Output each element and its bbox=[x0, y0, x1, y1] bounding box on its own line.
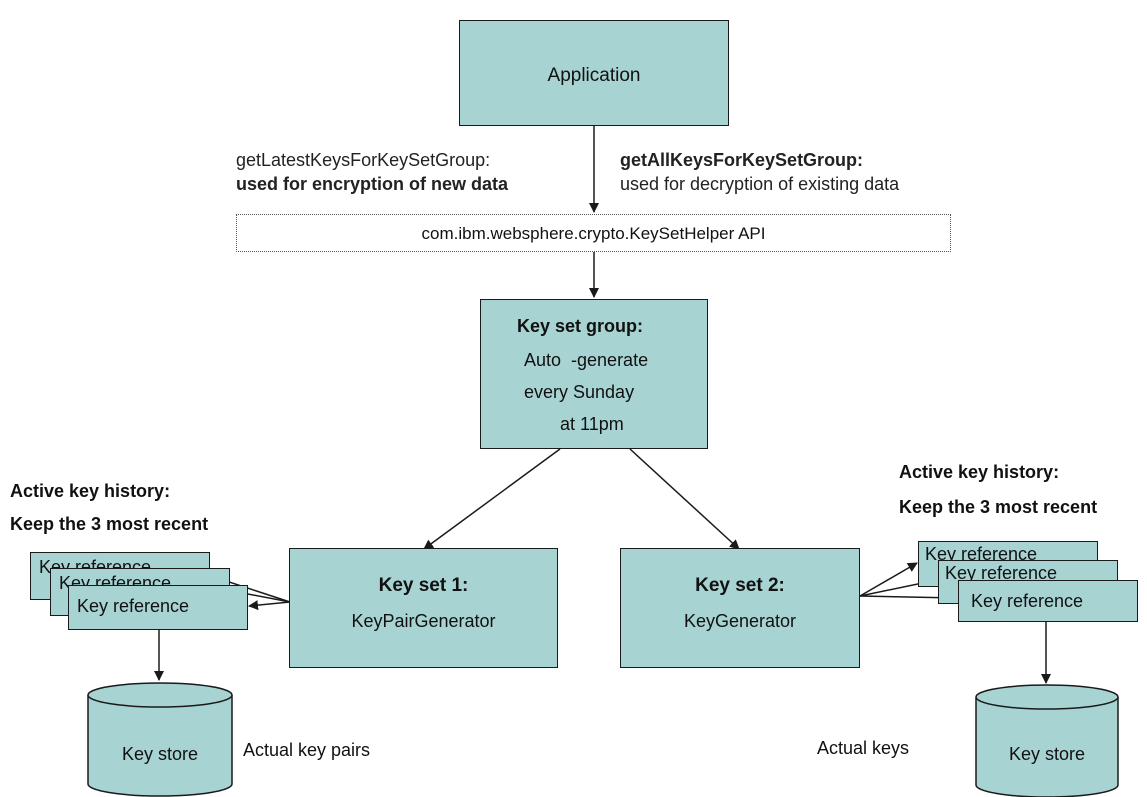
arrow-group-to-keyset1 bbox=[423, 448, 561, 550]
key-store-right-cylinder bbox=[975, 684, 1119, 797]
arrow-group-to-keyset2 bbox=[629, 448, 740, 550]
key-store-left-caption: Actual key pairs bbox=[243, 740, 371, 760]
history-right-line2: Keep the 3 most recent bbox=[899, 497, 1098, 517]
key-reference-right-3: Key reference bbox=[958, 580, 1138, 622]
key-store-left-label: Key store bbox=[121, 744, 199, 764]
latest-keys-purpose: used for encryption of new data bbox=[236, 174, 509, 194]
key-set-group-box: Key set group: Auto -generate every Sund… bbox=[480, 299, 708, 449]
api-label: com.ibm.websphere.crypto.KeySetHelper AP… bbox=[421, 224, 766, 243]
key-set-2-generator: KeyGenerator bbox=[683, 611, 797, 631]
key-store-right-caption: Actual keys bbox=[817, 738, 910, 758]
key-store-right-label: Key store bbox=[1008, 744, 1086, 764]
key-reference-label: Key reference bbox=[971, 591, 1084, 611]
key-set-2-box: Key set 2: KeyGenerator bbox=[620, 548, 860, 668]
all-keys-method: getAllKeysForKeySetGroup: bbox=[620, 150, 864, 170]
key-set-group-line3: at 11pm bbox=[560, 414, 624, 434]
key-store-left-cylinder bbox=[87, 682, 233, 797]
key-set-group-line1: Auto -generate bbox=[524, 350, 649, 370]
api-box: com.ibm.websphere.crypto.KeySetHelper AP… bbox=[236, 214, 951, 252]
key-reference-label: Key reference bbox=[77, 596, 190, 616]
key-set-group-title: Key set group: bbox=[517, 316, 644, 336]
application-label: Application bbox=[547, 65, 641, 86]
all-keys-purpose: used for decryption of existing data bbox=[620, 174, 900, 194]
history-left-line1: Active key history: bbox=[10, 481, 171, 501]
arrow-keyset1-to-ref3 bbox=[248, 600, 291, 611]
key-reference-label: Key reference bbox=[945, 563, 1058, 583]
key-set-2-title: Key set 2: bbox=[695, 575, 785, 596]
key-set-1-generator: KeyPairGenerator bbox=[351, 611, 496, 631]
key-set-1-title: Key set 1: bbox=[378, 575, 469, 596]
arrow-keyset2-to-ref1 bbox=[859, 562, 918, 597]
application-box: Application bbox=[459, 20, 729, 126]
key-reference-left-3: Key reference bbox=[68, 585, 248, 630]
key-set-1-box: Key set 1: KeyPairGenerator bbox=[289, 548, 558, 668]
latest-keys-method: getLatestKeysForKeySetGroup: bbox=[236, 150, 491, 170]
key-reference-label: Key reference bbox=[925, 544, 1038, 564]
key-set-group-line2: every Sunday bbox=[524, 382, 635, 402]
history-left-line2: Keep the 3 most recent bbox=[10, 514, 209, 534]
history-right-line1: Active key history: bbox=[899, 462, 1060, 482]
